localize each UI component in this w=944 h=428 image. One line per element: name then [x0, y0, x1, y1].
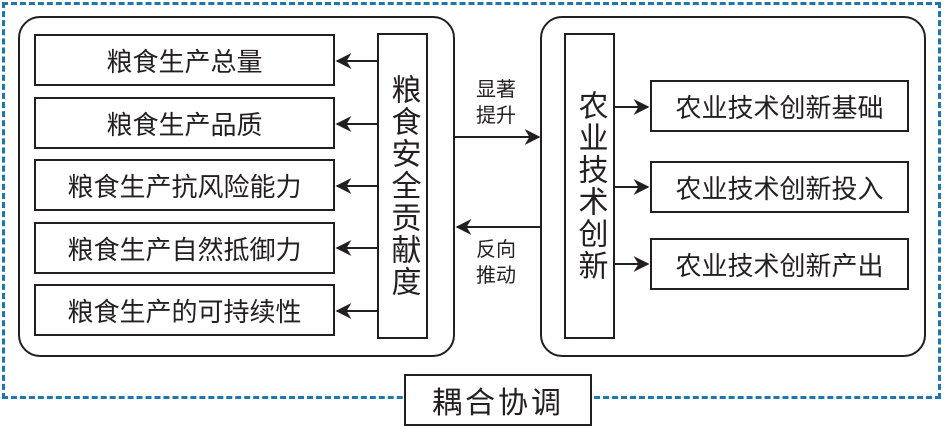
- forward-label-line1: 显著: [476, 77, 516, 101]
- left-item-label: 粮食生产品质: [106, 110, 263, 141]
- left-item-box: 粮食生产的可持续性: [34, 284, 335, 336]
- left-item-box: 粮食生产品质: [34, 97, 335, 149]
- left-item-box: 粮食生产总量: [34, 34, 335, 86]
- right-item-box: 农业技术创新基础: [650, 80, 909, 132]
- backward-label-line2: 推动: [476, 263, 516, 287]
- coupling-label-box: 耦合协调: [404, 374, 592, 426]
- food-security-title-box: 粮食安全贡献度: [377, 33, 428, 339]
- left-item-label: 粮食生产自然抵御力: [67, 235, 302, 266]
- left-item-box: 粮食生产抗风险能力: [34, 159, 335, 211]
- agri-tech-title-box: 农业技术创新: [564, 33, 615, 339]
- right-item-label: 农业技术创新产出: [675, 251, 884, 282]
- forward-label: 显著 提升: [466, 76, 526, 128]
- right-item-box: 农业技术创新投入: [650, 161, 909, 213]
- backward-label: 反向 推动: [466, 236, 526, 288]
- agri-tech-title: 农业技术创新: [572, 90, 608, 282]
- backward-label-line1: 反向: [476, 237, 516, 261]
- left-item-box: 粮食生产自然抵御力: [34, 222, 335, 274]
- coupling-label: 耦合协调: [432, 386, 564, 421]
- right-item-label: 农业技术创新基础: [675, 93, 884, 124]
- left-item-label: 粮食生产抗风险能力: [67, 172, 302, 203]
- left-item-label: 粮食生产总量: [106, 47, 263, 78]
- right-item-label: 农业技术创新投入: [675, 174, 884, 205]
- left-item-label: 粮食生产的可持续性: [67, 297, 302, 328]
- right-item-box: 农业技术创新产出: [650, 238, 909, 290]
- food-security-title: 粮食安全贡献度: [385, 74, 421, 298]
- forward-label-line2: 提升: [476, 103, 516, 127]
